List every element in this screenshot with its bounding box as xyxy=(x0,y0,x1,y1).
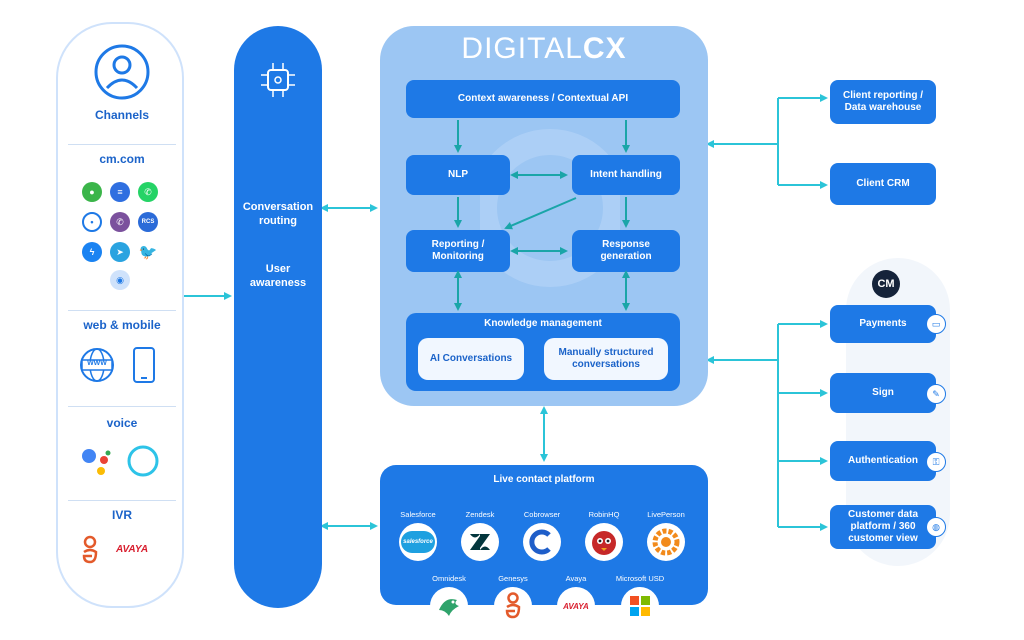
messenger-icon: ϟ xyxy=(82,242,102,262)
vendor-label-salesforce: Salesforce xyxy=(400,510,436,519)
omnidesk-logo xyxy=(430,587,468,625)
robinhq-logo xyxy=(585,523,623,561)
group-heading-voice: voice xyxy=(106,416,138,430)
manual-conversations-box: Manually structured conversations xyxy=(544,338,668,380)
genesys-vendor-icon xyxy=(505,592,521,619)
vendor-label-microsoft-usd: Microsoft USD xyxy=(615,574,665,583)
vendor-label-zendesk: Zendesk xyxy=(465,510,495,519)
chip-icon xyxy=(261,63,295,97)
zendesk-icon xyxy=(470,534,490,550)
cdp-label-3: customer view xyxy=(848,533,918,544)
channels-title: Channels xyxy=(94,108,149,122)
divider xyxy=(68,406,176,407)
response-generation-box: Response generation xyxy=(572,230,680,272)
live-contact-title: Live contact platform xyxy=(493,474,595,485)
intent-handling-box: Intent handling xyxy=(572,155,680,195)
client-reporting-box: Client reporting / Data warehouse xyxy=(830,80,936,124)
payments-icon: ▭ xyxy=(926,314,946,334)
www-label: WWW xyxy=(87,360,107,367)
genesys-icon xyxy=(82,535,98,564)
vendor-label-omnidesk: Omnidesk xyxy=(432,574,466,583)
message-icon: • xyxy=(82,212,102,232)
manual-label-2: conversations xyxy=(572,359,640,370)
digital-cx-title-bold: CX xyxy=(582,32,627,65)
microsoft-logo xyxy=(621,587,659,625)
apple-business-icon: ◉ xyxy=(110,270,130,290)
awareness-label-1: User xyxy=(265,263,291,275)
viber-icon: ✆ xyxy=(110,212,130,232)
globe-icon xyxy=(80,348,114,382)
reporting-monitoring-box: Reporting / Monitoring xyxy=(406,230,510,272)
client-reporting-label-1: Client reporting / xyxy=(843,90,923,101)
avaya-vendor-logo: AVAYA xyxy=(557,587,595,625)
manual-label-1: Manually structured xyxy=(558,347,654,358)
routing-label-2: routing xyxy=(259,215,297,227)
omnidesk-bird-icon xyxy=(439,599,459,616)
divider xyxy=(68,500,176,501)
reporting-label-1: Reporting / xyxy=(431,239,485,250)
routing-label-1: Conversation xyxy=(242,201,314,213)
nlp-box: NLP xyxy=(406,155,510,195)
digital-cx-title: DIGITALCX xyxy=(380,32,708,66)
twitter-icon: 🐦 xyxy=(138,242,158,262)
group-heading-web-mobile: web & mobile xyxy=(83,318,161,332)
group-heading-ivr: IVR xyxy=(111,508,132,522)
channels-panel: Channels cm.com ● ≡ ✆ • ✆ RCS ϟ ➤ 🐦 ◉ we… xyxy=(56,22,184,608)
zendesk-logo xyxy=(461,523,499,561)
chat-icon: ≡ xyxy=(110,182,130,202)
vendor-label-avaya: Avaya xyxy=(565,574,587,583)
salesforce-cloud: salesforce xyxy=(401,531,435,553)
cobrowser-icon xyxy=(529,529,551,555)
client-crm-box: Client CRM xyxy=(830,163,936,205)
knowledge-management-title: Knowledge management xyxy=(484,318,602,329)
cobrowser-logo xyxy=(523,523,561,561)
salesforce-logo: salesforce xyxy=(399,523,437,561)
cdp-label-1: Customer data xyxy=(847,509,918,520)
ai-conversations-box: AI Conversations xyxy=(418,338,524,380)
authentication-box: Authentication xyxy=(830,441,936,481)
authentication-icon: ⚿ xyxy=(926,452,946,472)
whatsapp-icon: ✆ xyxy=(138,182,158,202)
robin-icon xyxy=(592,531,616,555)
context-awareness-box: Context awareness / Contextual API xyxy=(406,80,680,118)
vendor-label-cobrowser: Cobrowser xyxy=(523,510,561,519)
sign-icon: ✎ xyxy=(926,384,946,404)
response-label-1: Response xyxy=(602,239,650,250)
liveperson-logo xyxy=(647,523,685,561)
sign-box: Sign xyxy=(830,373,936,413)
microsoft-icon xyxy=(630,596,650,616)
divider xyxy=(68,144,176,145)
google-assistant-icon xyxy=(82,449,111,475)
liveperson-icon xyxy=(652,528,680,556)
customer-data-platform-box: Customer data platform / 360 customer vi… xyxy=(830,505,936,549)
smartphone-icon xyxy=(133,347,155,383)
cx-watermark xyxy=(480,129,620,287)
digital-cx-title-light: DIGITAL xyxy=(461,32,583,65)
customer-view-icon: ◍ xyxy=(926,517,946,537)
sms-icon: ● xyxy=(82,182,102,202)
client-reporting-label-2: Data warehouse xyxy=(844,102,922,113)
vendor-label-robinhq: RobinHQ xyxy=(588,510,620,519)
avaya-logo: AVAYA xyxy=(116,544,149,555)
telegram-icon: ➤ xyxy=(110,242,130,262)
cm-logo: CM xyxy=(872,270,900,298)
cdp-label-2: platform / 360 xyxy=(850,521,916,532)
rcs-icon: RCS xyxy=(138,212,158,232)
vendor-label-genesys: Genesys xyxy=(498,574,528,583)
payments-box: Payments xyxy=(830,305,936,343)
alexa-icon xyxy=(127,445,159,477)
response-label-2: generation xyxy=(600,251,652,262)
divider xyxy=(68,310,176,311)
routing-pill: Conversation routing User awareness xyxy=(234,26,322,608)
vendor-label-liveperson: LivePerson xyxy=(647,510,685,519)
genesys-logo xyxy=(494,587,532,625)
user-icon xyxy=(94,44,150,100)
reporting-label-2: Monitoring xyxy=(432,251,484,262)
awareness-label-2: awareness xyxy=(249,277,307,289)
group-heading-cm: cm.com xyxy=(99,152,145,166)
